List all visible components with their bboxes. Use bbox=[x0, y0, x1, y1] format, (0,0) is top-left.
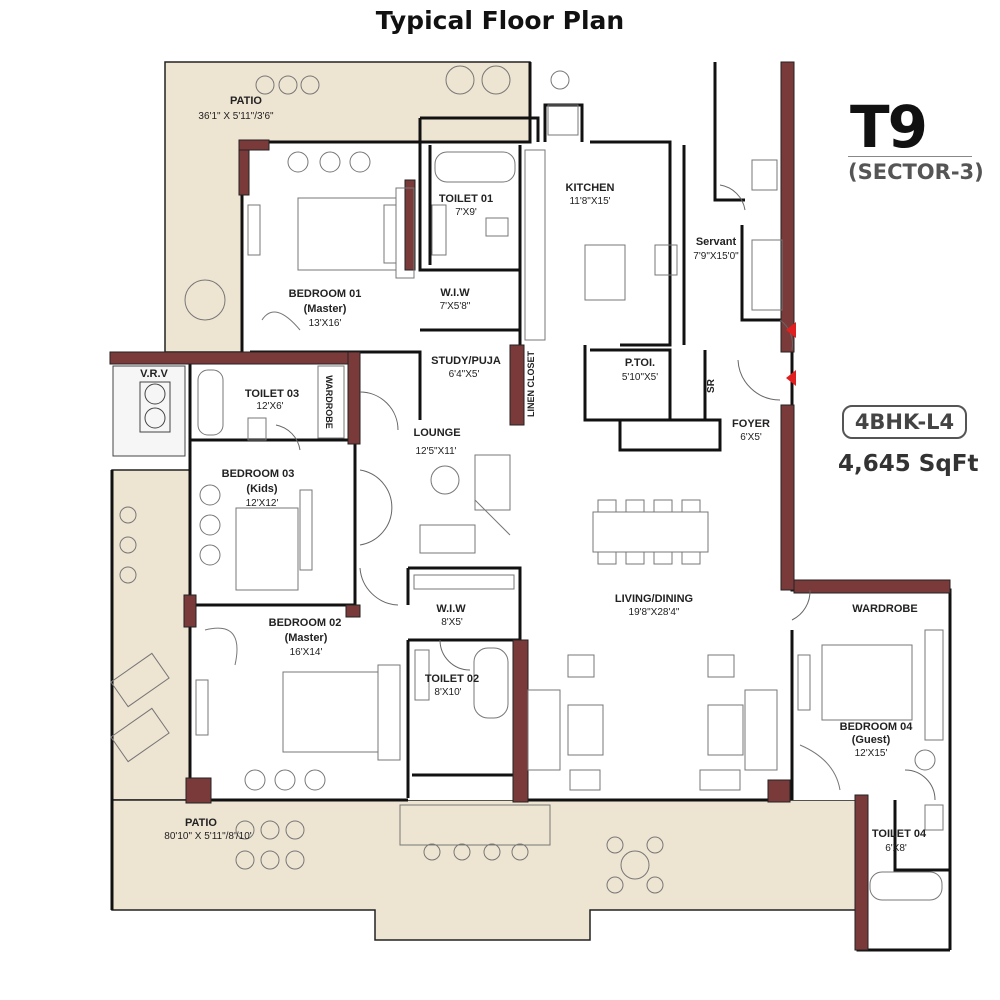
room-name-wiw-top: W.I.W bbox=[440, 287, 470, 299]
room-name-toilet03: TOILET 03 bbox=[245, 388, 299, 400]
room-name-foyer: FOYER bbox=[732, 418, 770, 430]
room-name-patio-bottom: PATIO bbox=[185, 817, 217, 829]
room-sub-bedroom02: (Master) bbox=[285, 632, 328, 644]
unit-config-badge: 4BHK-L4 bbox=[842, 405, 967, 439]
room-name-sr: SR bbox=[706, 378, 717, 393]
bed bbox=[821, 644, 913, 721]
room-name-kitchen: KITCHEN bbox=[566, 182, 615, 194]
accent-wall bbox=[345, 604, 361, 618]
accent-wall bbox=[793, 579, 951, 594]
sofa bbox=[527, 689, 561, 771]
room-dim-ptoi: 5'10"X5' bbox=[622, 372, 658, 383]
room-dim-bedroom04: 12'X15' bbox=[855, 748, 888, 759]
room-name-toilet02: TOILET 02 bbox=[425, 673, 479, 685]
accent-wall bbox=[854, 794, 869, 951]
accent-wall bbox=[347, 351, 361, 445]
dining-table bbox=[592, 511, 709, 553]
unit-sector: (SECTOR-3) bbox=[848, 160, 984, 184]
room-name-bedroom02: BEDROOM 02 bbox=[269, 617, 342, 629]
room-sub-bedroom01: (Master) bbox=[304, 303, 347, 315]
room-name-linen: LINEN CLOSET bbox=[526, 351, 536, 418]
bathtub bbox=[197, 369, 224, 436]
room-name-bedroom01: BEDROOM 01 bbox=[289, 288, 362, 300]
accent-wall bbox=[509, 344, 525, 426]
room-dim-bedroom02: 16'X14' bbox=[290, 647, 323, 658]
room-name-living: LIVING/DINING bbox=[615, 593, 693, 605]
room-sub-bedroom04: (Guest) bbox=[852, 734, 891, 746]
room-name-vrv: V.R.V bbox=[140, 368, 168, 380]
room-dim-living: 19'8"X28'4" bbox=[629, 607, 680, 618]
room-sub-bedroom03: (Kids) bbox=[246, 483, 278, 495]
room-dim-lounge: 12'5"X11' bbox=[415, 446, 456, 457]
bathtub bbox=[473, 647, 509, 719]
room-name-servant: Servant bbox=[696, 236, 737, 248]
room-name-toilet01: TOILET 01 bbox=[439, 193, 493, 205]
accent-wall bbox=[109, 351, 361, 365]
room-labels: PATIO 36'1" X 5'11"/3'6" BEDROOM 01 (Mas… bbox=[140, 95, 927, 854]
vrv-unit bbox=[112, 365, 186, 457]
page-title: Typical Floor Plan bbox=[375, 6, 625, 35]
room-dim-toilet02: 8'X10' bbox=[434, 687, 461, 698]
room-name-study: STUDY/PUJA bbox=[431, 355, 501, 367]
unit-code: T9 bbox=[850, 93, 928, 161]
accent-wall bbox=[767, 779, 791, 803]
accent-walls bbox=[109, 61, 951, 951]
room-name-toilet04: TOILET 04 bbox=[872, 828, 927, 840]
bathtub bbox=[434, 151, 516, 183]
left-terrace bbox=[111, 469, 191, 801]
accent-wall bbox=[512, 639, 529, 803]
accent-wall bbox=[780, 404, 795, 591]
room-dim-kitchen: 11'8"X15' bbox=[569, 196, 610, 207]
entry-arrows bbox=[786, 322, 796, 386]
room-dim-bedroom01: 13'X16' bbox=[309, 318, 342, 329]
room-name-wardrobe-right: WARDROBE bbox=[852, 603, 917, 615]
room-name-patio-top: PATIO bbox=[230, 95, 262, 107]
door-swings bbox=[275, 184, 936, 801]
accent-wall bbox=[183, 594, 197, 628]
room-name-bedroom03: BEDROOM 03 bbox=[222, 468, 295, 480]
room-name-ptoi: P.TOI. bbox=[625, 357, 655, 369]
sector-divider bbox=[848, 156, 972, 157]
room-dim-patio-bottom: 80'10" X 5'11"/8'/10' bbox=[164, 831, 251, 842]
interior-floor bbox=[190, 62, 950, 950]
room-name-wiw-mid: W.I.W bbox=[436, 603, 466, 615]
room-dim-foyer: 6'X5' bbox=[740, 432, 762, 443]
room-dim-toilet04: 6'X8' bbox=[885, 843, 907, 854]
furniture bbox=[110, 65, 944, 901]
room-dim-toilet03: 12'X6' bbox=[256, 401, 283, 412]
room-dim-patio-top: 36'1" X 5'11"/3'6" bbox=[198, 111, 274, 122]
room-dim-wiw-top: 7'X5'8" bbox=[440, 301, 471, 312]
bathtub bbox=[869, 871, 943, 901]
entry-arrow-icon bbox=[786, 370, 796, 386]
room-dim-wiw-mid: 8'X5' bbox=[441, 617, 463, 628]
room-dim-servant: 7'9"X15'0" bbox=[693, 251, 739, 262]
bottom-patio-terrace bbox=[111, 799, 859, 941]
room-name-lounge: LOUNGE bbox=[413, 427, 460, 439]
room-name-bedroom04: BEDROOM 04 bbox=[840, 721, 914, 733]
room-dim-study: 6'4"X5' bbox=[449, 369, 480, 380]
sofa bbox=[744, 689, 778, 771]
accent-wall bbox=[780, 61, 795, 353]
accent-wall bbox=[404, 179, 416, 271]
entry-arrow-icon bbox=[786, 322, 796, 338]
room-name-wardrobe-left: WARDROBE bbox=[324, 375, 334, 429]
room-dim-toilet01: 7'X9' bbox=[455, 207, 477, 218]
accent-wall bbox=[238, 139, 270, 151]
room-dim-bedroom03: 12'X12' bbox=[246, 498, 279, 509]
unit-area: 4,645 SqFt bbox=[838, 451, 979, 477]
bed bbox=[235, 507, 299, 591]
accent-wall bbox=[185, 777, 212, 804]
